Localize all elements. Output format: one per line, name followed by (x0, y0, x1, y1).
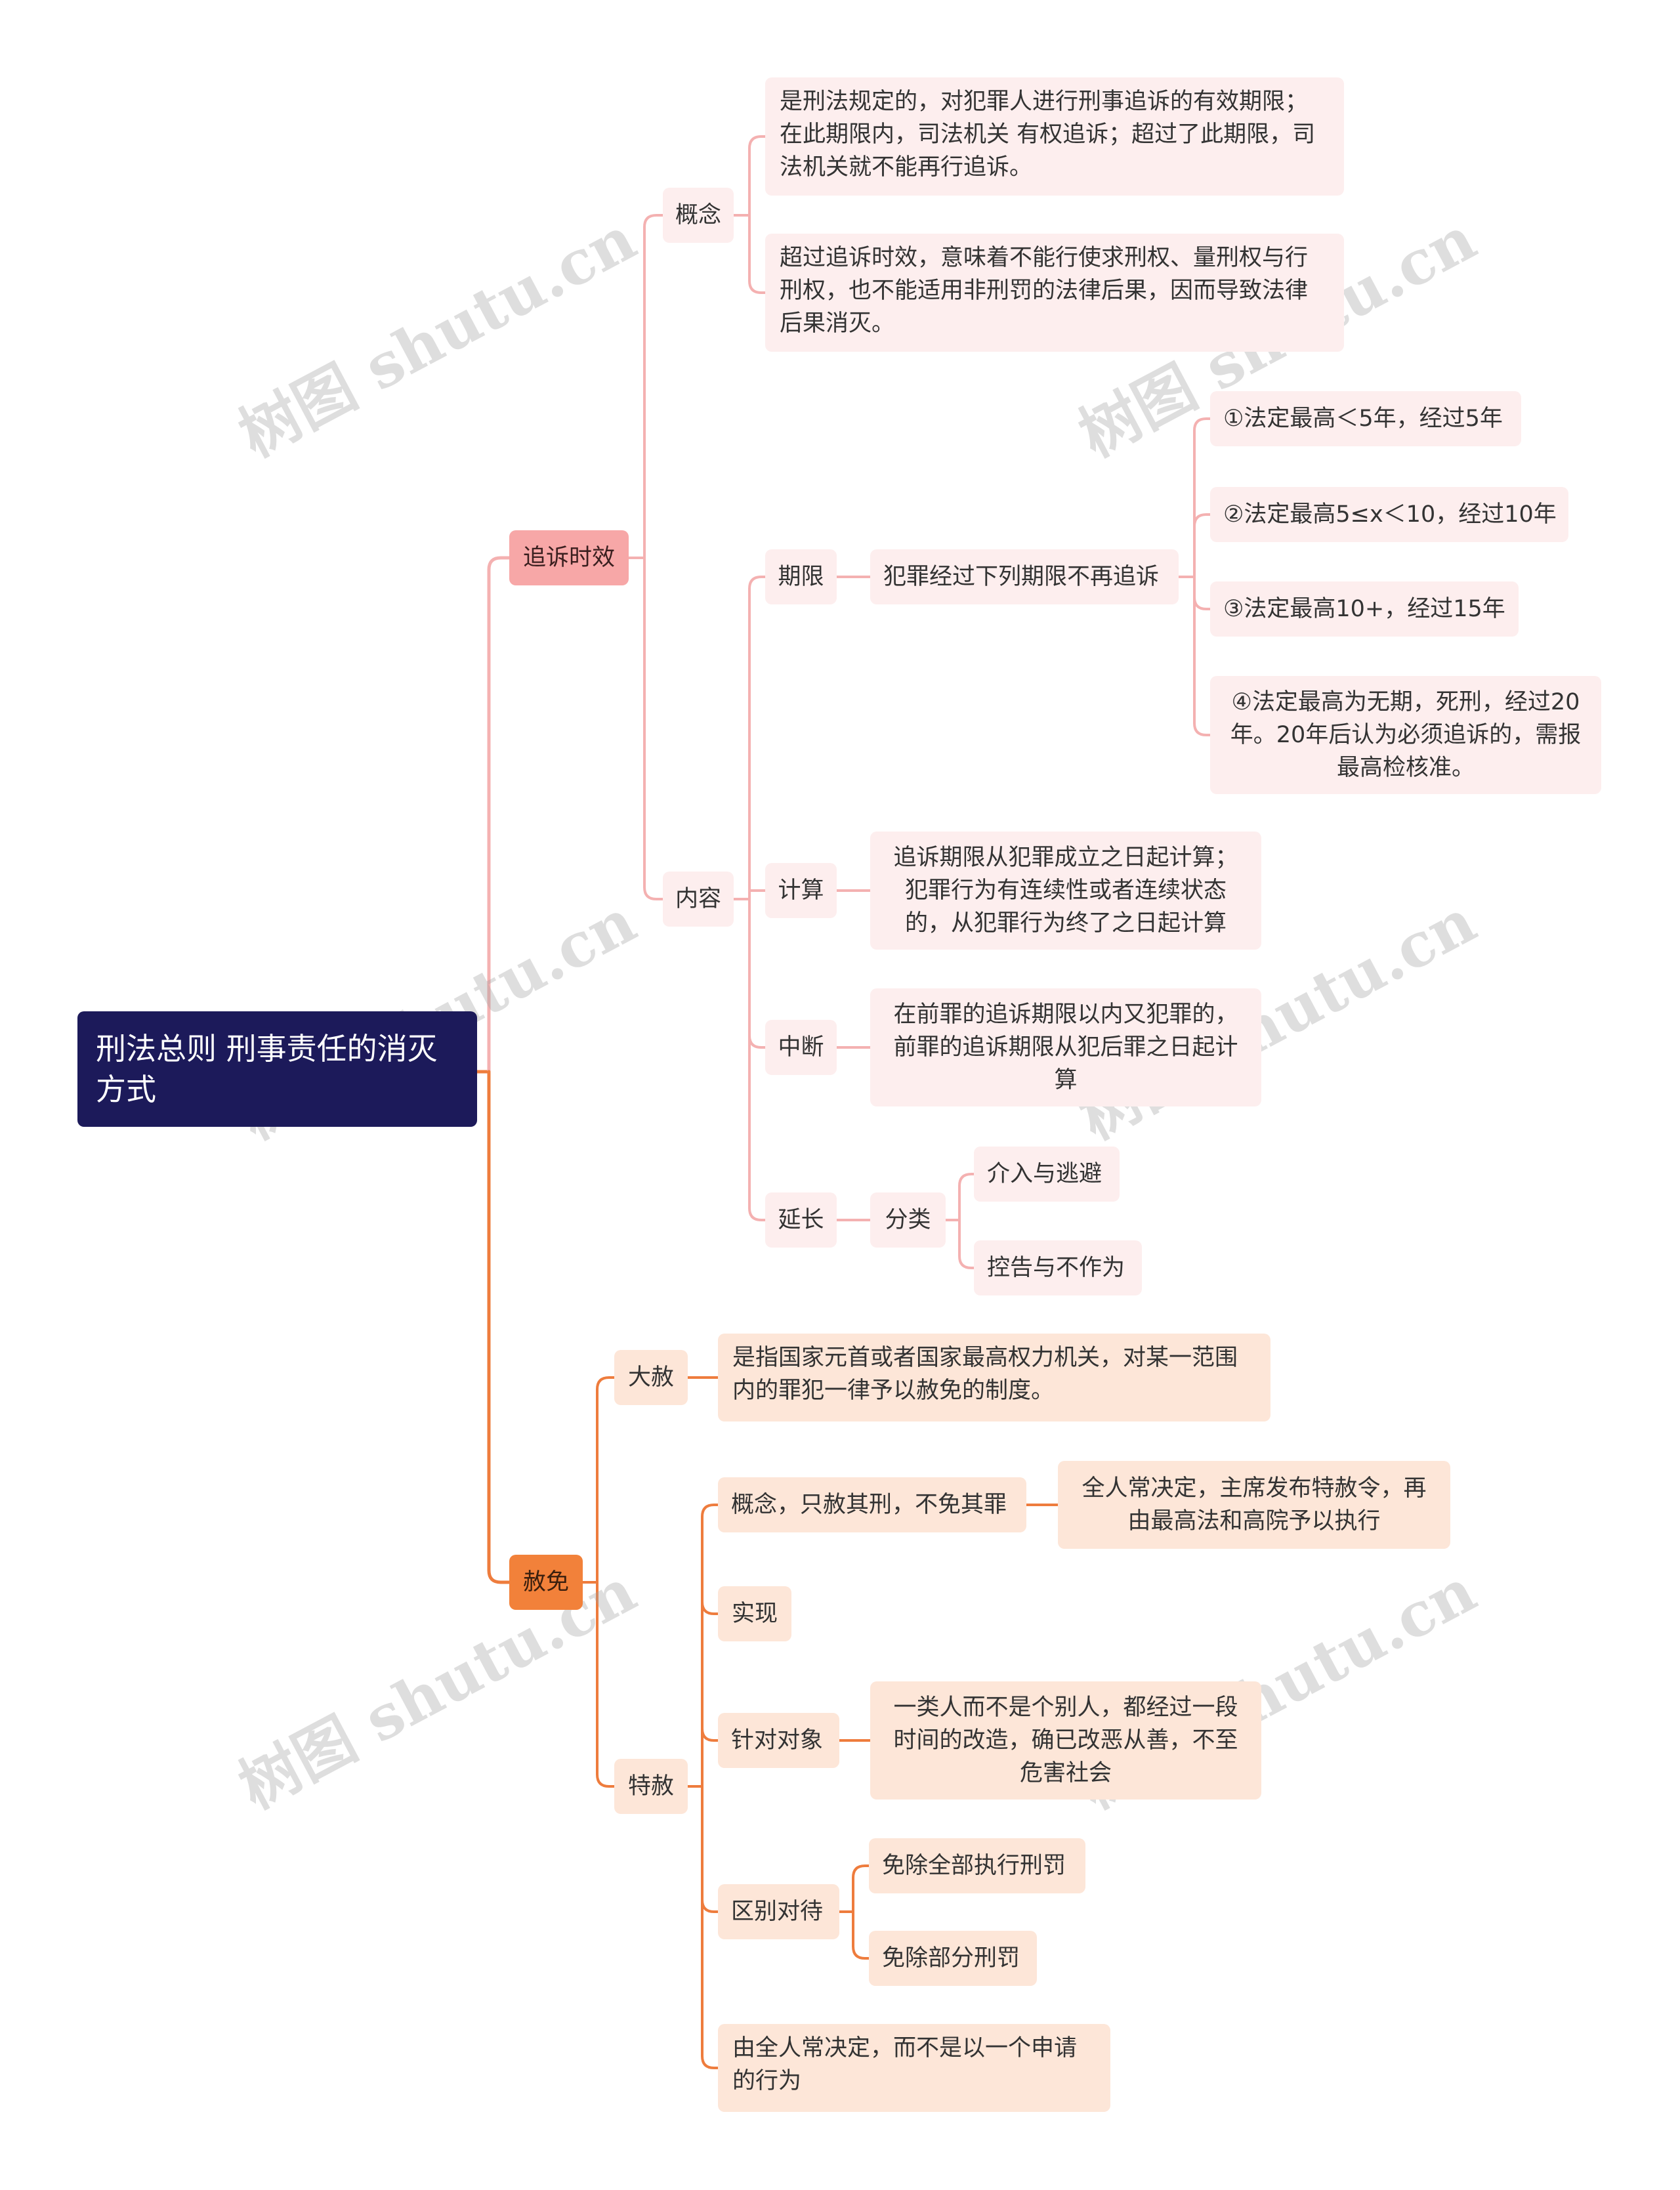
root-node[interactable]: 刑法总则 刑事责任的消灭方式 (77, 1011, 477, 1127)
differ-item-2-text: 免除部分刑罚 (882, 1945, 1020, 1971)
prescription-concept-label: 概念 (675, 202, 722, 228)
branch-pardon[interactable]: 赦免 (509, 1555, 583, 1610)
prescription-content-label: 内容 (675, 886, 722, 912)
root-title: 刑法总则 刑事责任的消灭方式 (96, 1031, 438, 1107)
concept-item-2[interactable]: 超过追诉时效，意味着不能行使求刑权、量刑权与行刑权，也不能适用非刑罚的法律后果，… (765, 234, 1344, 352)
differ-item-1-text: 免除全部执行刑罚 (882, 1853, 1066, 1879)
differ-item-2[interactable]: 免除部分刑罚 (869, 1931, 1037, 1986)
special-concept-text-body: 全人常决定，主席发布特赦令，再由最高法和高院予以执行 (1082, 1475, 1427, 1534)
content-calc[interactable]: 计算 (765, 863, 837, 918)
extend-item-2[interactable]: 控告与不作为 (974, 1240, 1142, 1295)
differ-item-1[interactable]: 免除全部执行刑罚 (869, 1838, 1085, 1893)
limit-item-2-text: ②法定最高5≤x＜10，经过10年 (1223, 501, 1557, 528)
extend-sub-label: 分类 (885, 1207, 931, 1233)
prescription-content[interactable]: 内容 (663, 872, 734, 927)
content-interrupt-label: 中断 (778, 1034, 824, 1061)
content-extend-label: 延长 (778, 1207, 824, 1233)
concept-item-2-text: 超过追诉时效，意味着不能行使求刑权、量刑权与行刑权，也不能适用非刑罚的法律后果，… (780, 245, 1309, 337)
special-decide-label: 由全人常决定，而不是以一个申请的行为 (732, 2035, 1078, 2094)
limit-item-3[interactable]: ③法定最高10+，经过15年 (1210, 581, 1519, 637)
limit-item-1[interactable]: ①法定最高＜5年，经过5年 (1210, 391, 1521, 446)
extend-sub[interactable]: 分类 (870, 1192, 946, 1248)
calc-text-body: 追诉期限从犯罪成立之日起计算；犯罪行为有连续性或者连续状态的，从犯罪行为终了之日… (893, 845, 1238, 937)
concept-item-1-text: 是刑法规定的，对犯罪人进行刑事追诉的有效期限；在此期限内，司法机关 有权追诉；超… (780, 89, 1316, 180)
special-differ-label: 区别对待 (731, 1899, 824, 1925)
content-limit[interactable]: 期限 (765, 549, 837, 604)
interrupt-text[interactable]: 在前罪的追诉期限以内又犯罪的，前罪的追诉期限从犯后罪之日起计算 (870, 988, 1261, 1106)
branch-prescription-label: 追诉时效 (522, 545, 615, 571)
special-concept-text[interactable]: 全人常决定，主席发布特赦令，再由最高法和高院予以执行 (1058, 1461, 1450, 1549)
limit-item-1-text: ①法定最高＜5年，经过5年 (1223, 406, 1503, 432)
limit-sub[interactable]: 犯罪经过下列期限不再追诉 (870, 549, 1179, 604)
extend-item-1-text: 介入与逃避 (987, 1161, 1102, 1187)
special-target-text-body: 一类人而不是个别人，都经过一段时间的改造，确已改恶从善，不至危害社会 (893, 1695, 1238, 1786)
pardon-special-label: 特赦 (627, 1773, 674, 1800)
content-limit-label: 期限 (778, 564, 824, 590)
special-differ[interactable]: 区别对待 (718, 1884, 839, 1939)
pardon-amnesty-label: 大赦 (627, 1364, 674, 1391)
content-extend[interactable]: 延长 (765, 1192, 837, 1248)
pardon-special[interactable]: 特赦 (614, 1759, 688, 1814)
pardon-amnesty[interactable]: 大赦 (614, 1350, 688, 1405)
limit-item-2[interactable]: ②法定最高5≤x＜10，经过10年 (1210, 487, 1568, 542)
amnesty-text-body: 是指国家元首或者国家最高权力机关，对某一范围内的罪犯一律予以赦免的制度。 (732, 1345, 1238, 1404)
special-decide[interactable]: 由全人常决定，而不是以一个申请的行为 (718, 2024, 1110, 2112)
special-realize[interactable]: 实现 (718, 1586, 791, 1641)
limit-sub-label: 犯罪经过下列期限不再追诉 (883, 564, 1160, 590)
concept-item-1[interactable]: 是刑法规定的，对犯罪人进行刑事追诉的有效期限；在此期限内，司法机关 有权追诉；超… (765, 77, 1344, 196)
content-calc-label: 计算 (778, 877, 824, 904)
limit-item-3-text: ③法定最高10+，经过15年 (1223, 596, 1505, 622)
special-target-text[interactable]: 一类人而不是个别人，都经过一段时间的改造，确已改恶从善，不至危害社会 (870, 1681, 1261, 1800)
extend-item-2-text: 控告与不作为 (987, 1255, 1125, 1281)
branch-pardon-label: 赦免 (522, 1569, 569, 1595)
special-target[interactable]: 针对对象 (718, 1713, 839, 1768)
extend-item-1[interactable]: 介入与逃避 (974, 1147, 1120, 1202)
interrupt-text-body: 在前罪的追诉期限以内又犯罪的，前罪的追诉期限从犯后罪之日起计算 (893, 1001, 1238, 1093)
special-target-label: 针对对象 (731, 1727, 824, 1754)
limit-item-4-text: ④法定最高为无期，死刑，经过20年。20年后认为必须追诉的，需报最高检核准。 (1230, 689, 1582, 781)
special-realize-label: 实现 (731, 1601, 778, 1627)
special-concept-label: 概念，只赦其刑，不免其罪 (731, 1492, 1007, 1518)
limit-item-4[interactable]: ④法定最高为无期，死刑，经过20年。20年后认为必须追诉的，需报最高检核准。 (1210, 676, 1601, 794)
branch-prescription[interactable]: 追诉时效 (509, 530, 629, 585)
calc-text[interactable]: 追诉期限从犯罪成立之日起计算；犯罪行为有连续性或者连续状态的，从犯罪行为终了之日… (870, 832, 1261, 950)
special-concept[interactable]: 概念，只赦其刑，不免其罪 (718, 1477, 1026, 1532)
amnesty-text[interactable]: 是指国家元首或者国家最高权力机关，对某一范围内的罪犯一律予以赦免的制度。 (718, 1334, 1270, 1421)
content-interrupt[interactable]: 中断 (765, 1020, 837, 1075)
prescription-concept[interactable]: 概念 (663, 188, 734, 243)
